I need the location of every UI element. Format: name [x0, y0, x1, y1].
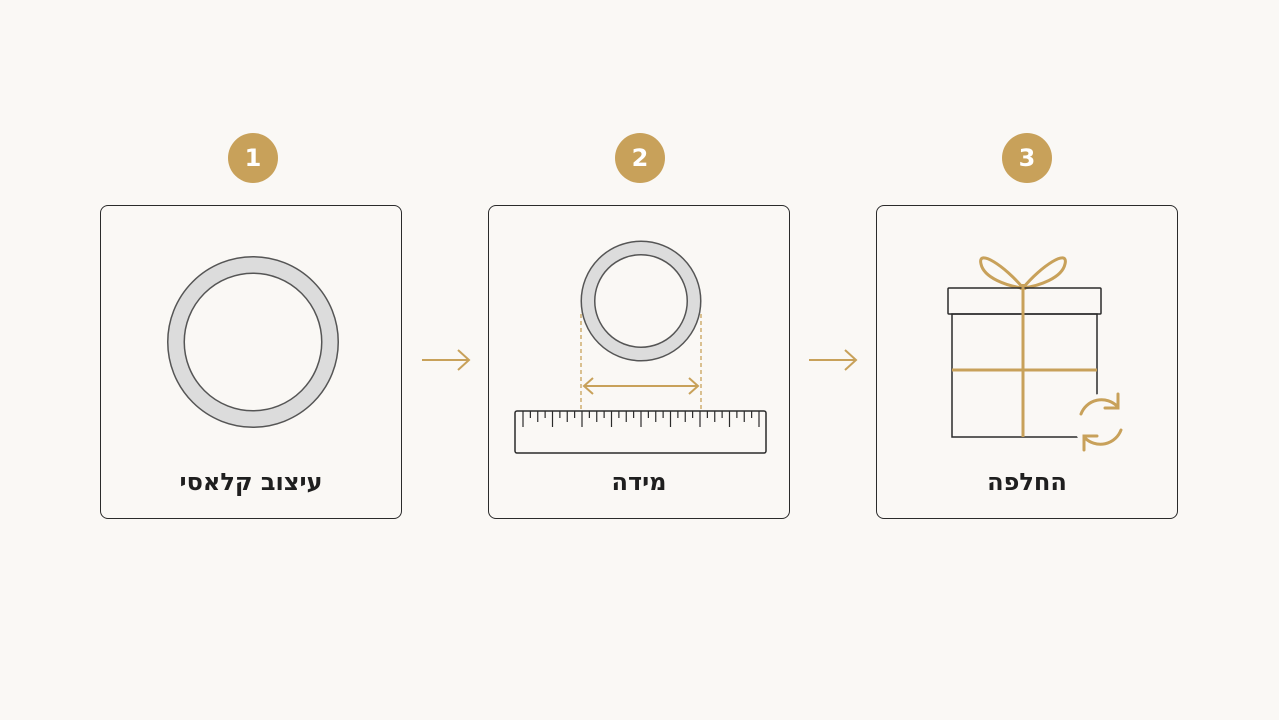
step-1-number: 1	[244, 144, 262, 172]
step-3-number: 3	[1018, 144, 1036, 172]
step-2-number: 2	[631, 144, 649, 172]
step-3-label: החלפה	[987, 468, 1067, 496]
arrow-right-icon	[422, 349, 471, 371]
step-1-card: עיצוב קלאסי	[100, 205, 402, 519]
exchange-icon	[1073, 392, 1129, 452]
ring-size-ruler-icon	[514, 240, 767, 454]
step-1-number-badge: 1	[228, 133, 278, 183]
step-3-card: החלפה	[876, 205, 1178, 519]
step-1-label: עיצוב קלאסי	[179, 468, 323, 496]
step-2-card: מידה	[488, 205, 790, 519]
ring-icon	[167, 256, 339, 428]
step-2-number-badge: 2	[615, 133, 665, 183]
ruler-icon	[514, 410, 767, 454]
gift-exchange-icon	[947, 256, 1129, 452]
arrow-right-icon	[809, 349, 858, 371]
step-2-label: מידה	[611, 468, 667, 496]
step-3-number-badge: 3	[1002, 133, 1052, 183]
